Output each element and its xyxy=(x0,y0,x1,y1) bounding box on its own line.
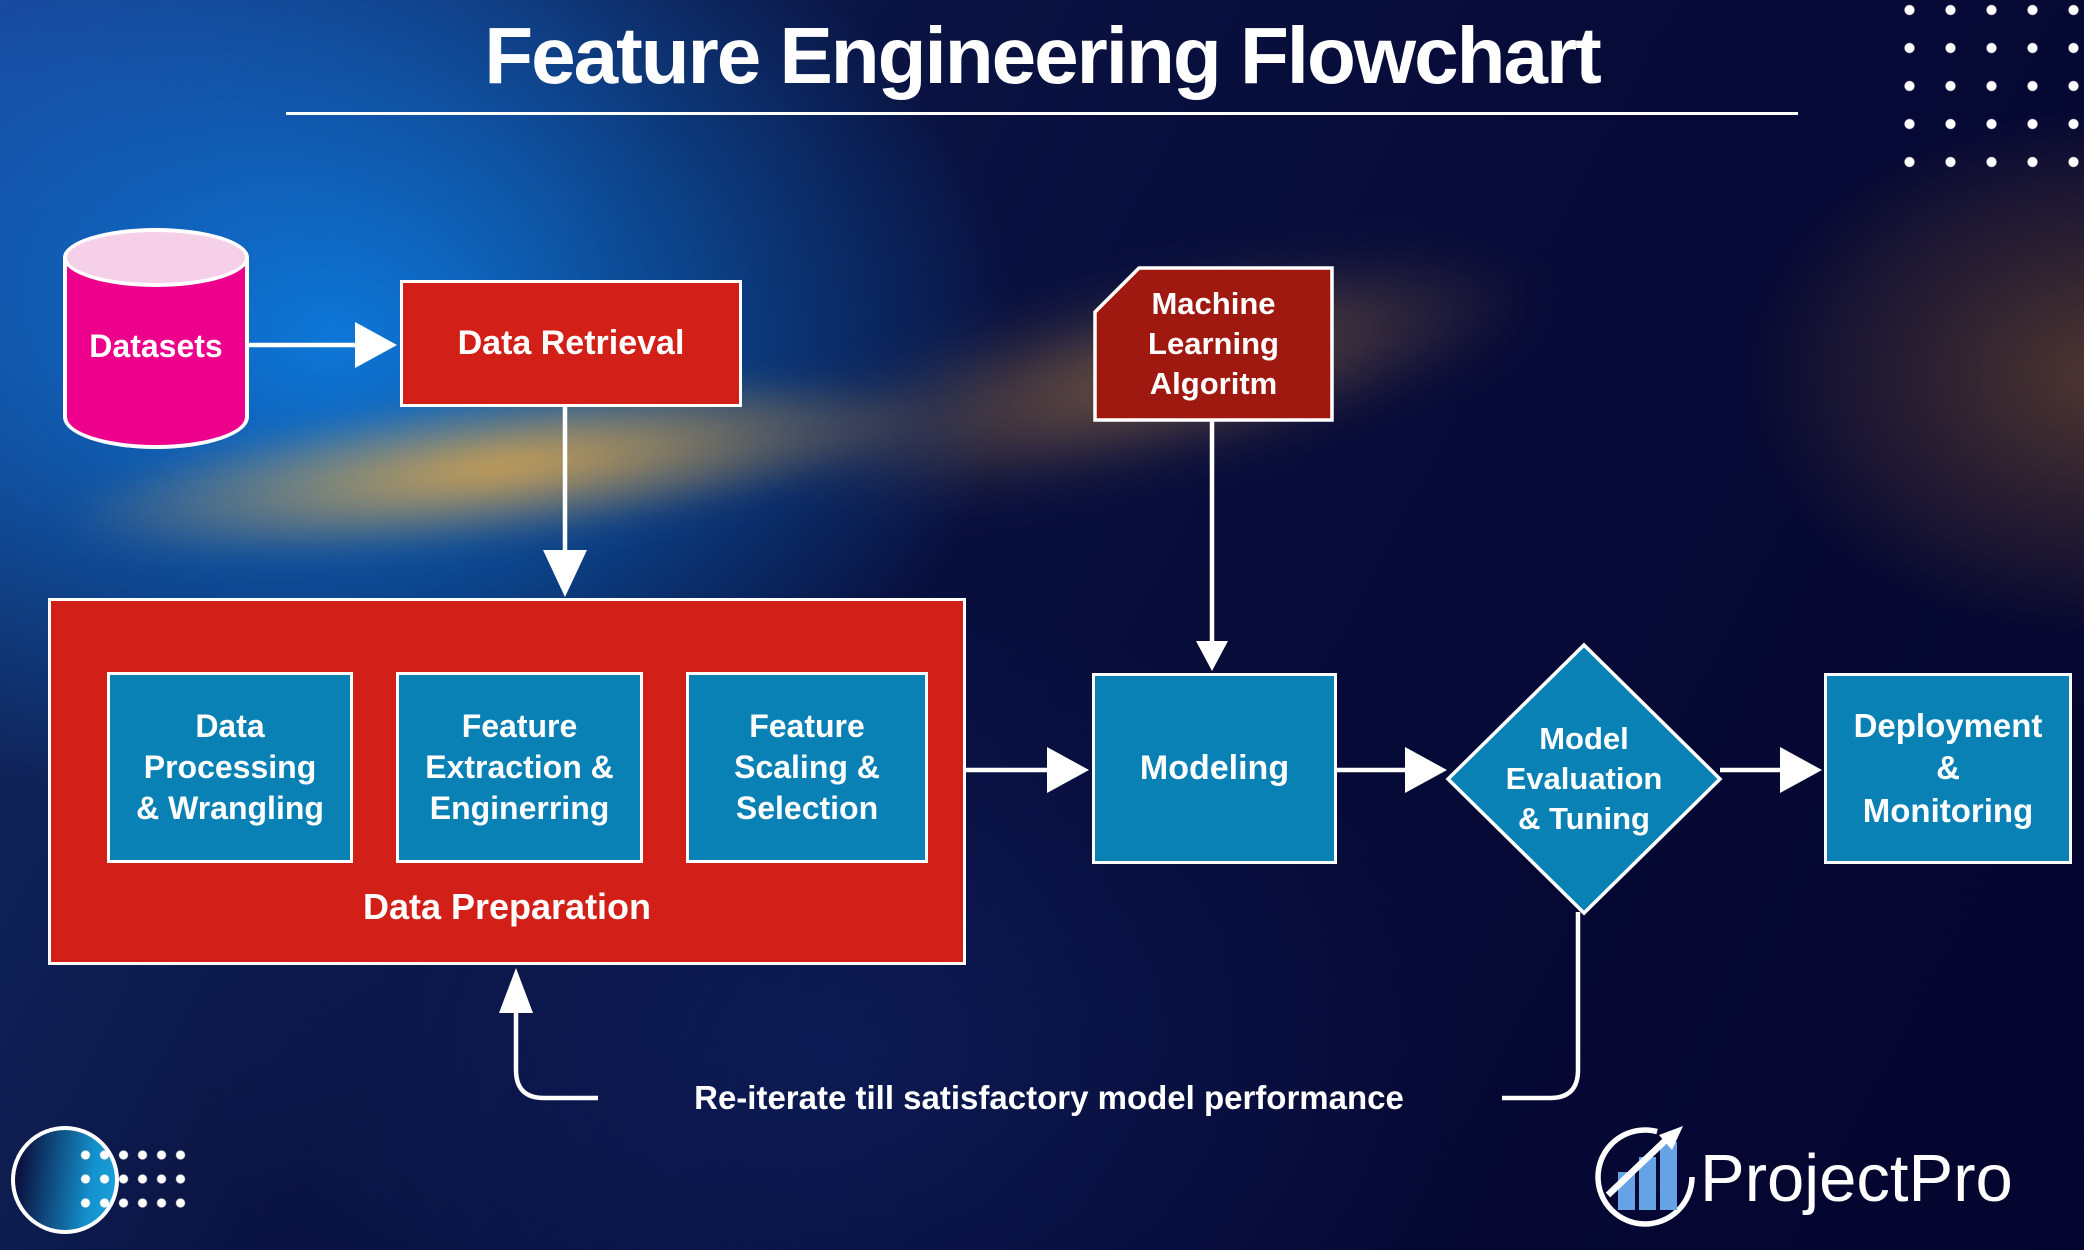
feedback-loop-label: Re-iterate till satisfactory model perfo… xyxy=(694,1079,1404,1116)
node-data-processing xyxy=(107,672,353,863)
node-feature-extraction xyxy=(396,672,643,863)
dot-grid-icon xyxy=(1889,0,2084,187)
feature-scaling-label: Feature Scaling & Selection xyxy=(686,672,928,863)
node-feature-scaling xyxy=(686,672,928,863)
model-evaluation-line: Model xyxy=(1539,721,1629,757)
ml-algorithm-line: Learning xyxy=(1148,326,1279,362)
page-title: Feature Engineering Flowchart xyxy=(484,11,1602,100)
deployment-line: Deployment xyxy=(1853,707,2043,745)
model-evaluation-line: Evaluation xyxy=(1505,761,1663,797)
data-preparation-label: Data Preparation xyxy=(362,885,652,927)
ml-algorithm-line: Machine xyxy=(1151,286,1276,322)
feature-extraction-line: Enginerring xyxy=(429,789,610,826)
ml-algorithm-label: Machine Learning Algoritm xyxy=(1095,268,1332,420)
node-modeling xyxy=(1092,673,1337,864)
node-data-retrieval xyxy=(400,280,742,407)
datasets-cylinder xyxy=(63,257,249,449)
brand-name: ProjectPro xyxy=(1700,1140,2013,1216)
title-underline xyxy=(286,112,1798,115)
feature-extraction-line: Extraction & xyxy=(425,749,614,786)
growth-chart-icon xyxy=(1595,1126,1695,1227)
dot-grid-icon xyxy=(76,1143,191,1216)
model-evaluation-line: & Tuning xyxy=(1518,800,1650,836)
ml-algorithm-line: Algoritm xyxy=(1149,365,1278,401)
node-ml-algorithm xyxy=(1093,266,1334,422)
data-processing-line: Data xyxy=(195,708,265,745)
feature-scaling-line: Feature xyxy=(749,708,865,745)
datasets-cylinder-top xyxy=(63,228,249,287)
feature-scaling-line: Selection xyxy=(735,789,879,826)
model-evaluation-label: Model Evaluation & Tuning xyxy=(1459,712,1709,846)
deployment-line: Monitoring xyxy=(1862,791,2034,829)
datasets-label: Datasets xyxy=(89,327,223,364)
modeling-label: Modeling xyxy=(1139,748,1290,787)
data-retrieval-label: Data Retrieval xyxy=(457,323,685,362)
node-deployment xyxy=(1824,673,2072,864)
deployment-line: & xyxy=(1936,749,1960,787)
data-processing-label: Data Processing & Wrangling xyxy=(107,672,353,863)
feature-extraction-line: Feature xyxy=(461,708,578,745)
deployment-label: Deployment & Monitoring xyxy=(1824,673,2072,864)
data-processing-line: Processing xyxy=(143,749,317,786)
feature-scaling-line: Scaling & xyxy=(734,749,880,786)
node-model-evaluation xyxy=(1445,642,1723,916)
data-processing-line: & Wrangling xyxy=(136,789,324,826)
feature-extraction-label: Feature Extraction & Enginerring xyxy=(396,672,643,863)
